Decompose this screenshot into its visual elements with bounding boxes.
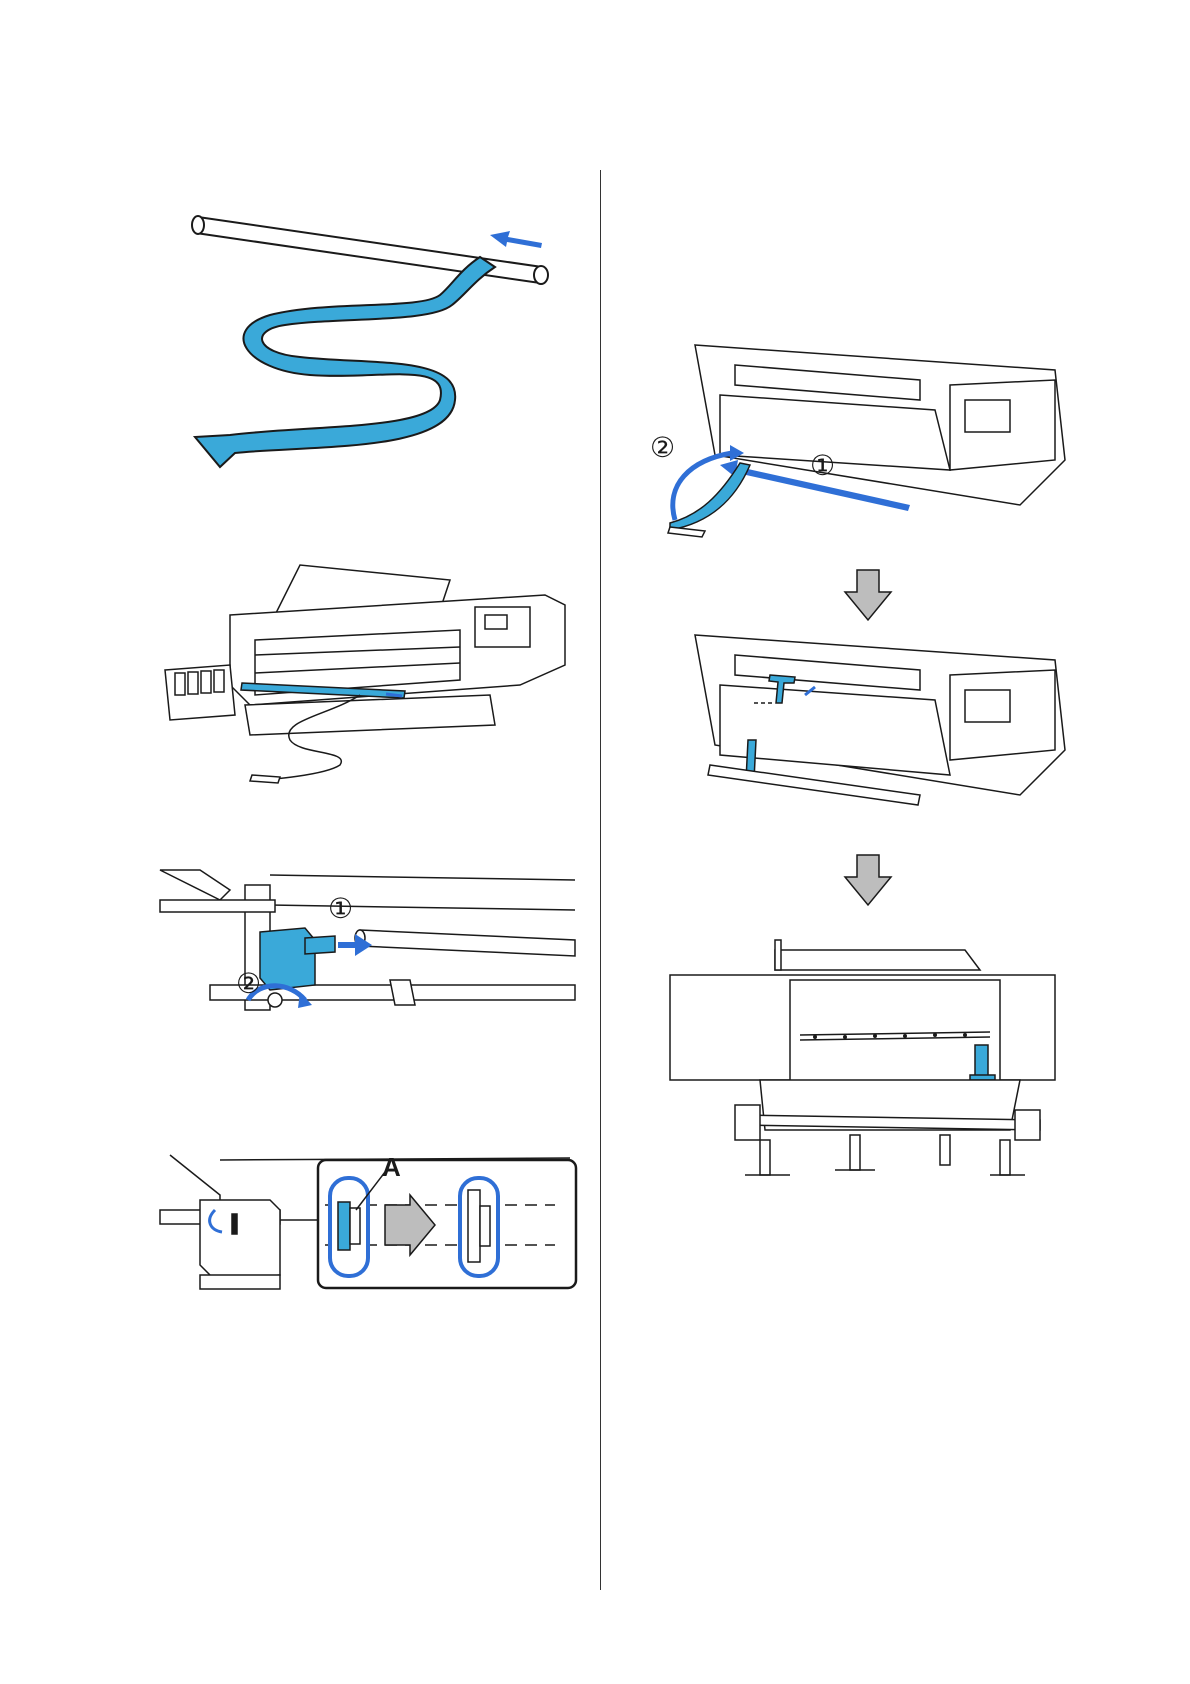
figure-holder-alignment: A bbox=[160, 1150, 578, 1290]
column-divider bbox=[600, 170, 601, 1590]
figure-media-taped-to-platen bbox=[660, 635, 1070, 835]
down-arrow-icon bbox=[845, 855, 891, 905]
callout-label-a: A bbox=[382, 1152, 401, 1182]
marker-2: ② bbox=[236, 967, 261, 1000]
marker-1: ① bbox=[328, 892, 353, 925]
ink-cartridges bbox=[165, 665, 235, 720]
pipe bbox=[192, 216, 548, 284]
taped-media bbox=[975, 1045, 988, 1078]
down-arrow-icon bbox=[845, 570, 891, 620]
marker-1: ① bbox=[810, 449, 835, 482]
marker-2: ② bbox=[650, 431, 675, 464]
media-strip bbox=[195, 257, 495, 467]
figure-media-feed-path: ② ① bbox=[660, 345, 1070, 545]
media-strip bbox=[670, 463, 750, 530]
figure-printer-with-pipe bbox=[160, 555, 570, 785]
figure-media-through-pipe bbox=[190, 205, 560, 475]
figure-roll-holder-attach: ① ② bbox=[160, 860, 575, 1045]
direction-arrow bbox=[490, 231, 542, 248]
figure-printer-with-dryer bbox=[670, 940, 1070, 1195]
